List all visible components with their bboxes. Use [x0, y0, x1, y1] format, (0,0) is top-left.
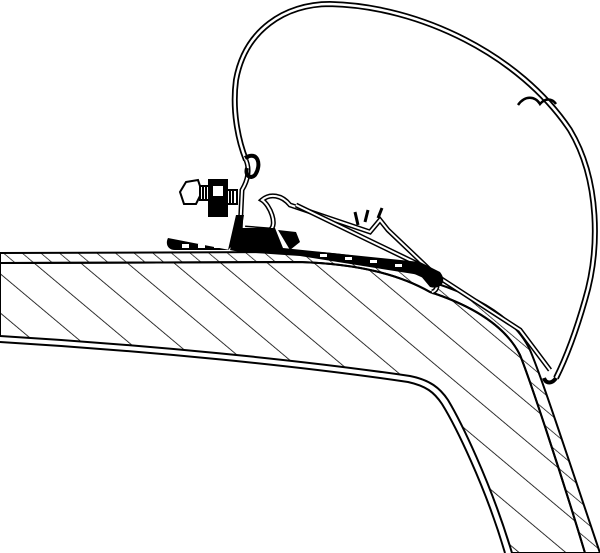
roof-panel: [0, 260, 587, 553]
roof-inner-skin: [0, 341, 506, 553]
mounting-rail: [166, 215, 444, 288]
hook-clip: [243, 153, 552, 372]
bolt: [178, 178, 238, 217]
